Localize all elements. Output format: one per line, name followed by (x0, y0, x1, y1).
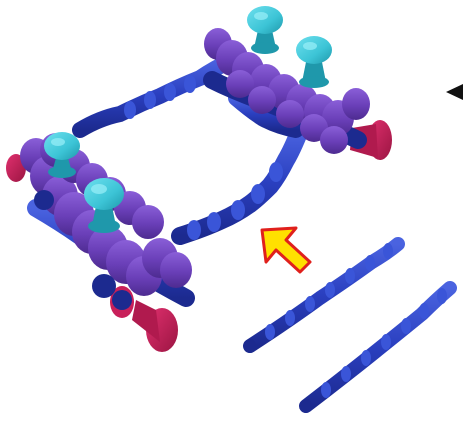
pin-left-lower (84, 178, 124, 233)
purple-strand-right (204, 28, 370, 154)
rod-ridges (124, 75, 283, 240)
pin-right-lower (296, 36, 332, 88)
cyan-pins (44, 6, 332, 233)
yellow-insertion-arrow (260, 226, 312, 274)
loose-rod-lower (299, 281, 457, 413)
loose-rod-upper (243, 237, 405, 353)
left-strand-blue-underside (34, 190, 132, 310)
assembled-rectangular-frame (6, 6, 392, 352)
pin-right-upper (247, 6, 283, 54)
end-cap-bottom-stem (132, 300, 160, 342)
black-pointer-arrowhead (446, 84, 463, 100)
frame-rod-top (72, 52, 240, 138)
frame-rod-upper-right-inner (228, 90, 304, 138)
frame-rod-inner-right (171, 121, 309, 245)
pin-left-upper (44, 132, 80, 178)
